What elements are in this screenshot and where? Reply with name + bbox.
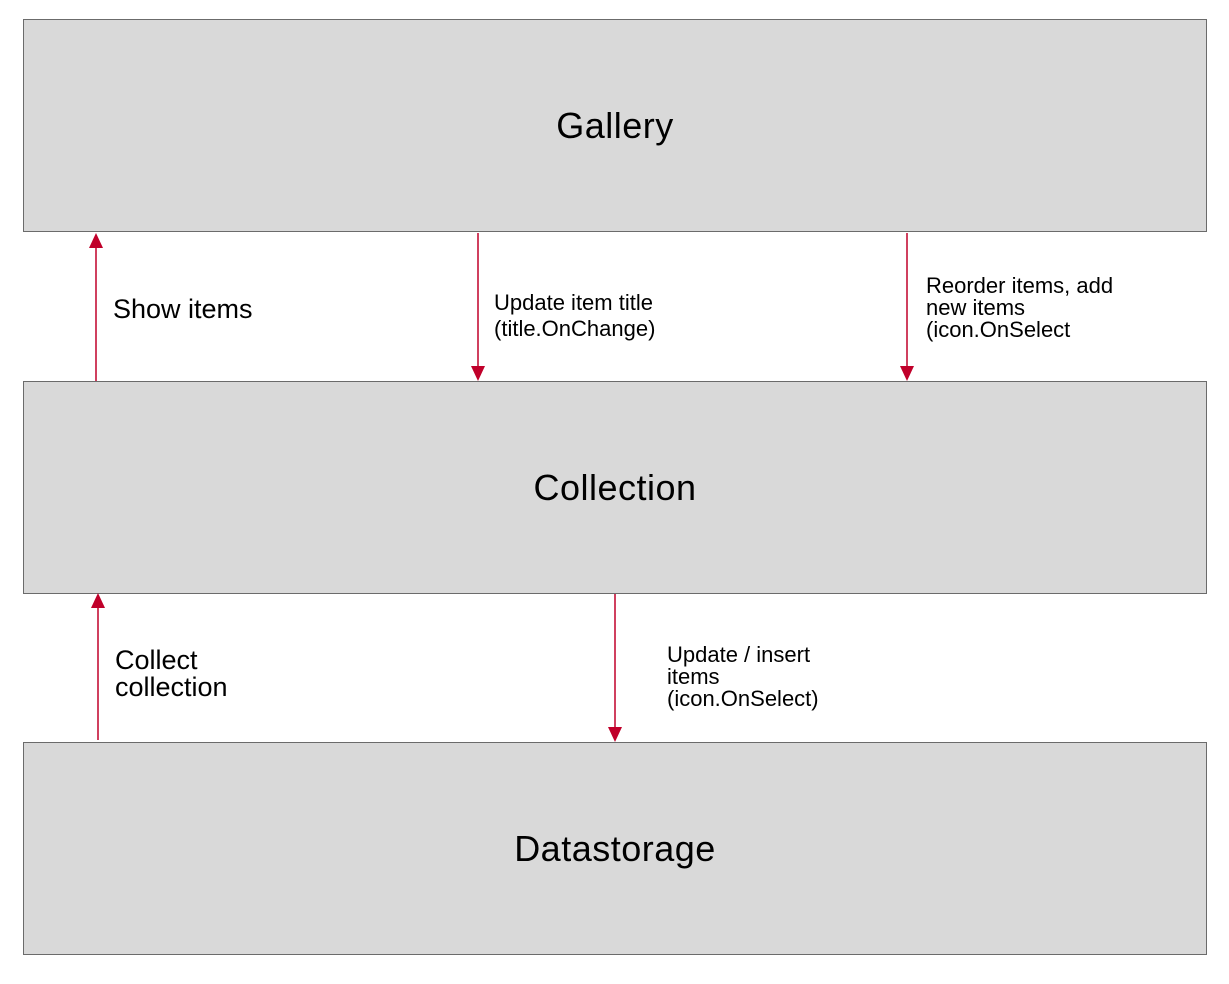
- collect-collection-arrow-head: [91, 593, 105, 608]
- show-items-label-line: Show items: [113, 294, 253, 324]
- collect-collection-label: Collect collection: [115, 647, 228, 701]
- show-items-arrow: [89, 233, 103, 381]
- collection-label: Collection: [533, 466, 697, 508]
- reorder-items-label-line: (icon.OnSelect: [926, 317, 1071, 342]
- gallery-box: Gallery: [23, 19, 1207, 232]
- datastorage-box: Datastorage: [23, 742, 1207, 955]
- update-item-title-label-line: (title.OnChange): [494, 316, 656, 341]
- reorder-items-arrow-head: [900, 366, 914, 381]
- collection-box: Collection: [23, 381, 1207, 594]
- update-insert-items-label-line: (icon.OnSelect): [667, 686, 819, 711]
- gallery-label: Gallery: [556, 104, 674, 146]
- reorder-items-label-line: Reorder items, add: [926, 273, 1114, 298]
- show-items-arrow-head: [89, 233, 103, 248]
- show-items-label: Show items: [113, 296, 253, 323]
- update-item-title-label: Update item title (title.OnChange): [494, 292, 655, 340]
- update-insert-items-arrow-head: [608, 727, 622, 742]
- update-item-title-label-line: Update item title: [494, 290, 653, 315]
- update-insert-items-arrow: [608, 594, 622, 742]
- update-insert-items-label-line: Update / insert: [667, 642, 811, 667]
- collect-collection-arrow: [91, 593, 105, 740]
- reorder-items-label-line: new items: [926, 295, 1026, 320]
- reorder-items-arrow: [900, 233, 914, 381]
- update-item-title-arrow-head: [471, 366, 485, 381]
- update-insert-items-label-line: items: [667, 664, 720, 689]
- collect-collection-label-line: collection: [115, 672, 228, 702]
- datastorage-label: Datastorage: [514, 827, 716, 869]
- update-item-title-arrow: [471, 233, 485, 381]
- collect-collection-label-line: Collect: [115, 645, 198, 675]
- update-insert-items-label: Update / insert items (icon.OnSelect): [667, 644, 819, 710]
- reorder-items-label: Reorder items, add new items (icon.OnSel…: [926, 275, 1113, 341]
